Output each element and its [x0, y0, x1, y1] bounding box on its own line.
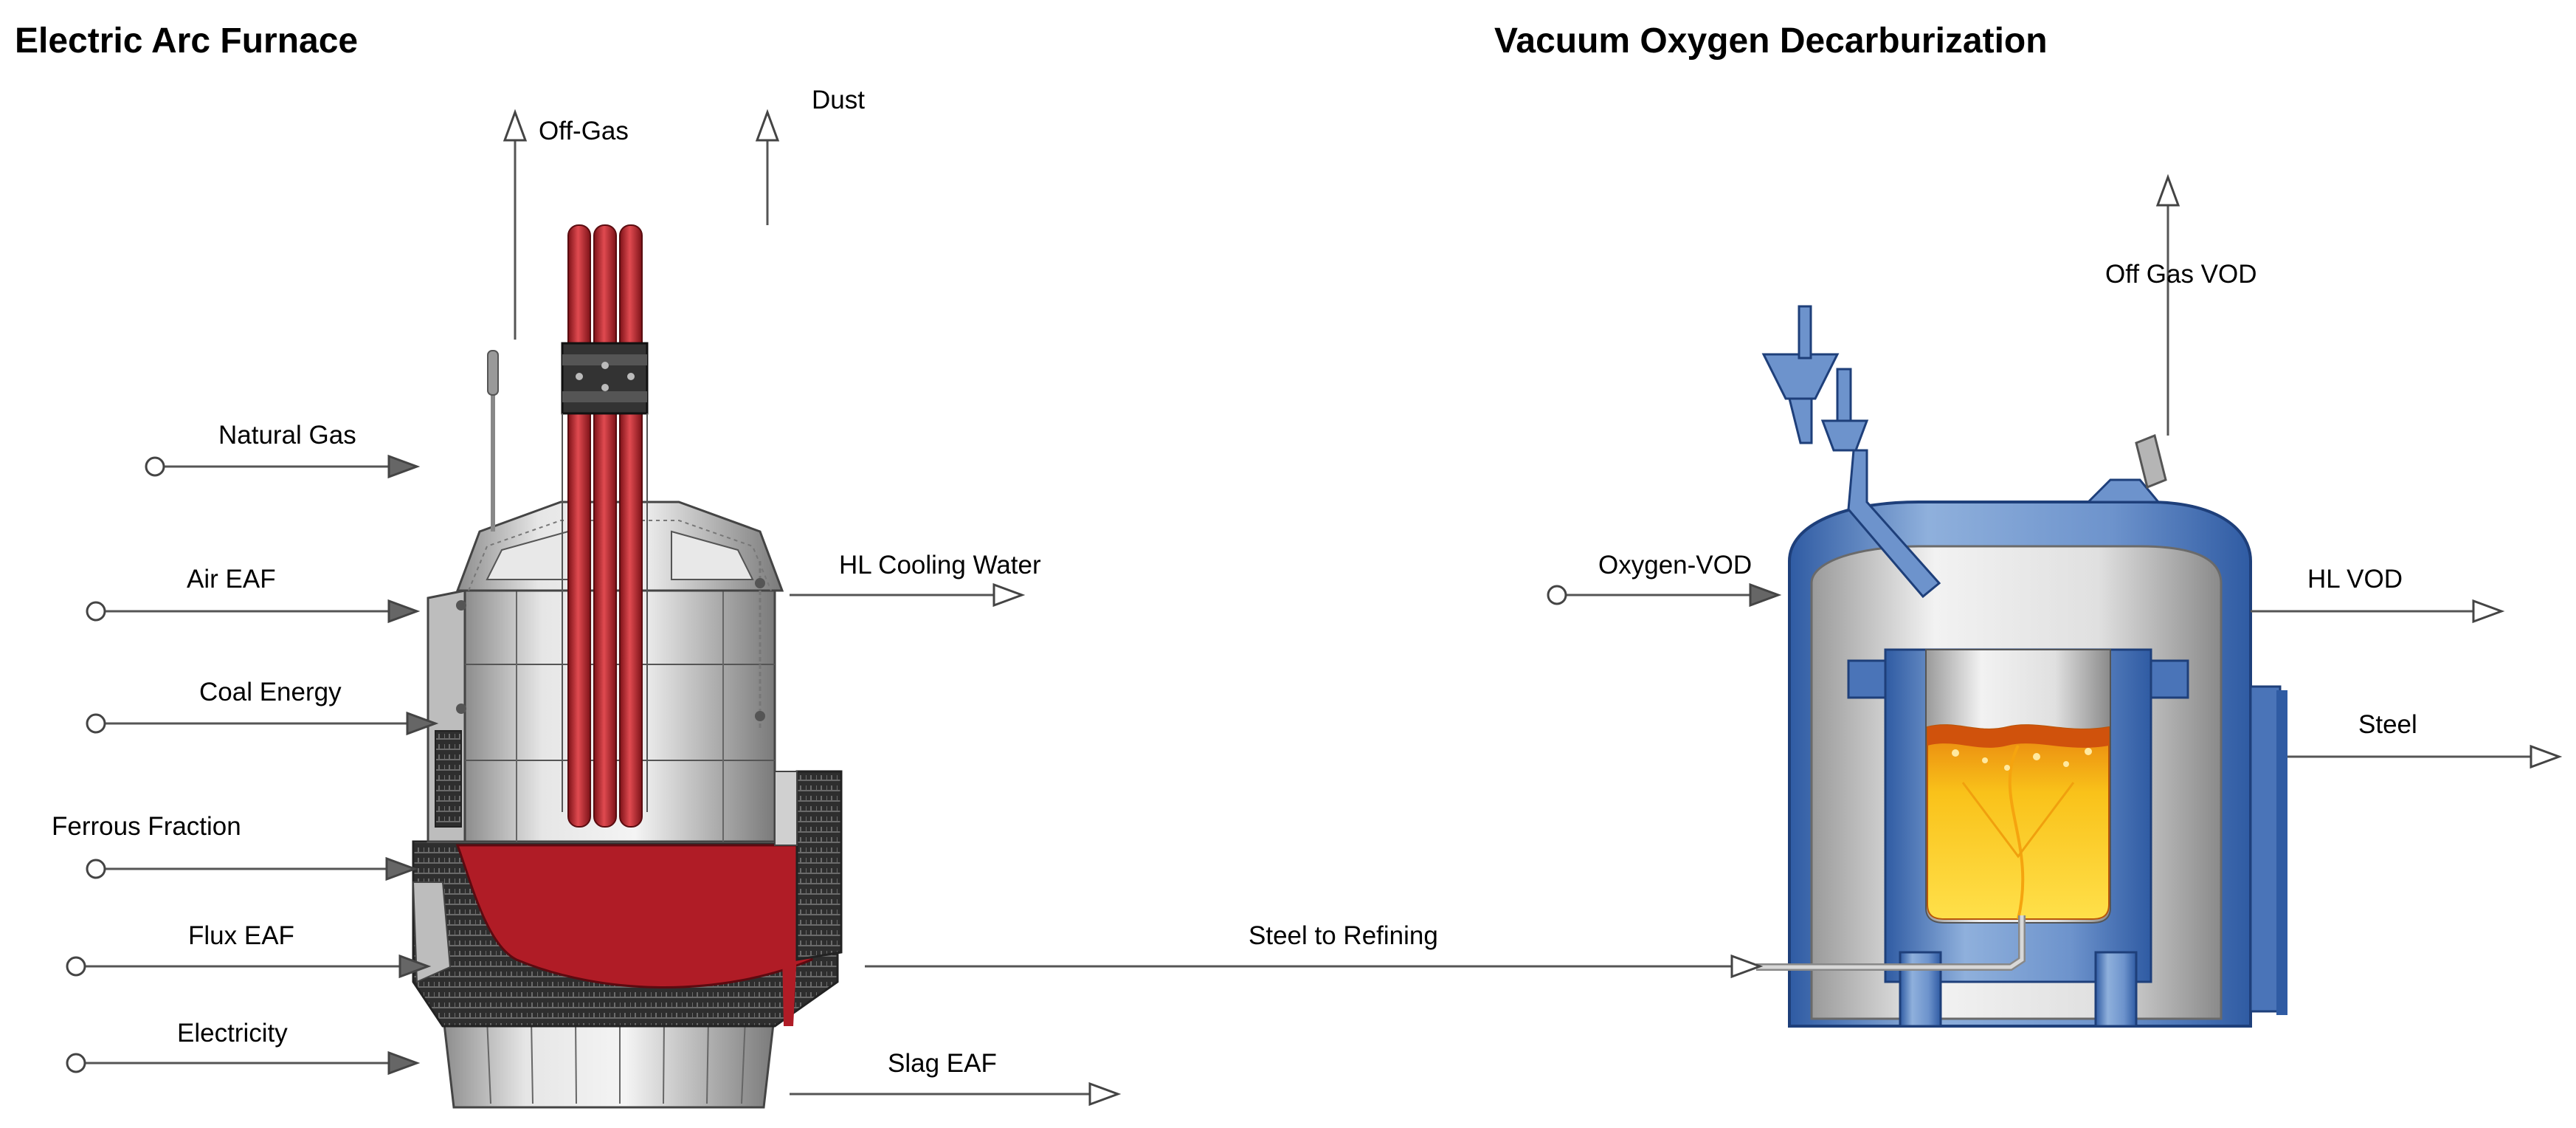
- stream-label-flux-eaf[interactable]: Flux EAF: [188, 921, 294, 950]
- electricity-arrowhead: [387, 1050, 421, 1076]
- coal-energy-line[interactable]: [86, 711, 439, 736]
- hl-vod-arrowhead: [2472, 599, 2505, 624]
- natural-gas-arrowhead: [387, 454, 421, 479]
- oxygen-vod-line[interactable]: [1547, 582, 1782, 608]
- flux-eaf-line[interactable]: [66, 954, 432, 979]
- oxygen-vod-feed-node: [1547, 585, 1567, 605]
- stream-label-slag-eaf[interactable]: Slag EAF: [888, 1049, 997, 1078]
- slag-eaf-line[interactable]: [790, 1081, 1122, 1107]
- ferrous-fraction-line[interactable]: [86, 856, 418, 881]
- ferrous-fraction-feed-node: [86, 859, 106, 879]
- oxygen-vod-arrowhead: [1749, 582, 1782, 608]
- stream-label-ferrous-fraction[interactable]: Ferrous Fraction: [52, 812, 241, 841]
- vod-vessel-graphic: [1756, 305, 2287, 1028]
- hl-cooling-water-arrowhead: [992, 582, 1026, 608]
- hl-vod-line[interactable]: [2251, 599, 2505, 624]
- slag-eaf-arrowhead: [1088, 1081, 1122, 1107]
- air-eaf-feed-node: [86, 601, 106, 622]
- natural-gas-feed-node: [145, 456, 165, 477]
- electrode-column: [561, 224, 649, 828]
- steel-line[interactable]: [2287, 744, 2563, 769]
- stream-label-dust[interactable]: Dust: [812, 86, 865, 114]
- stream-label-off-gas-vod[interactable]: Off Gas VOD: [2105, 260, 2257, 289]
- off-gas-vod-line[interactable]: [2155, 173, 2180, 436]
- air-eaf-arrowhead: [387, 599, 421, 624]
- stream-label-hl-vod[interactable]: HL VOD: [2307, 565, 2403, 594]
- hl-cooling-water-line[interactable]: [790, 582, 1026, 608]
- stream-label-electricity[interactable]: Electricity: [177, 1019, 288, 1048]
- stream-label-air-eaf[interactable]: Air EAF: [187, 565, 276, 594]
- electricity-line[interactable]: [66, 1050, 421, 1076]
- eaf-furnace-graphic: [412, 224, 843, 1109]
- dust-line[interactable]: [755, 109, 780, 225]
- air-eaf-line[interactable]: [86, 599, 421, 624]
- steel-to-refining-arrowhead: [1730, 954, 1764, 979]
- stream-label-hl-cooling-water[interactable]: HL Cooling Water: [839, 551, 1041, 580]
- natural-gas-line[interactable]: [145, 454, 421, 479]
- stream-label-off-gas[interactable]: Off-Gas: [539, 117, 629, 145]
- off-gas-arrowhead: [503, 109, 528, 142]
- ferrous-fraction-arrowhead: [385, 856, 418, 881]
- flux-eaf-feed-node: [66, 956, 86, 977]
- steel-to-refining-line[interactable]: [865, 954, 1764, 979]
- stream-label-coal-energy[interactable]: Coal Energy: [199, 678, 342, 706]
- stream-label-steel[interactable]: Steel: [2358, 710, 2417, 739]
- off-gas-line[interactable]: [503, 109, 528, 340]
- stream-label-natural-gas[interactable]: Natural Gas: [218, 421, 356, 450]
- stream-label-steel-to-refining[interactable]: Steel to Refining: [1249, 921, 1438, 950]
- stream-label-oxygen-vod[interactable]: Oxygen-VOD: [1598, 551, 1753, 580]
- flux-eaf-arrowhead: [398, 954, 432, 979]
- steel-arrowhead: [2530, 744, 2563, 769]
- coal-energy-feed-node: [86, 713, 106, 734]
- electricity-feed-node: [66, 1053, 86, 1073]
- dust-arrowhead: [755, 109, 780, 142]
- vod-title: Vacuum Oxygen Decarburization: [1494, 21, 2048, 61]
- coal-energy-arrowhead: [406, 711, 439, 736]
- off-gas-vod-arrowhead: [2155, 173, 2180, 207]
- stream-connectors: [66, 109, 2563, 1107]
- eaf-title: Electric Arc Furnace: [15, 21, 359, 61]
